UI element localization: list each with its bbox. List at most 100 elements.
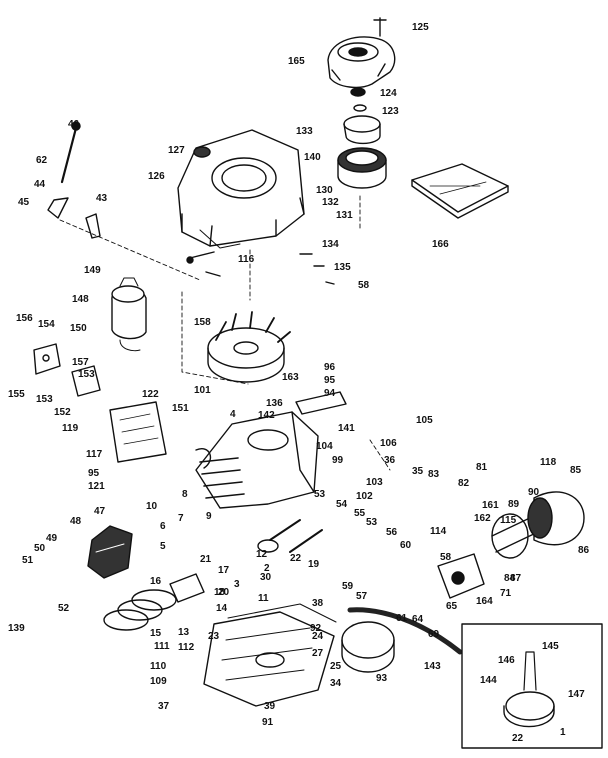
part-label: 52 [58,603,70,614]
part-label: 166 [432,239,449,250]
part-label: 38 [312,598,324,609]
part-label: 81 [476,462,488,473]
washer-124 [350,87,366,97]
part-label: 89 [508,499,520,510]
part-label: 110 [150,661,167,672]
part-label: 1 [560,727,566,738]
part-label: 9 [206,511,212,522]
part-label: 118 [540,457,557,468]
air-filter-87 [491,513,539,559]
part-label: 58 [440,552,452,563]
part-label: 162 [474,513,491,524]
part-label: 71 [500,588,512,599]
part-label: 104 [316,441,333,452]
part-label: 144 [480,675,497,686]
sump-base-37 [203,611,335,707]
part-label: 14 [216,603,228,614]
part-label: 156 [16,313,33,324]
part-label: 59 [342,581,354,592]
part-label: 47 [94,506,106,517]
part-label: 143 [424,661,441,672]
part-label: 117 [86,449,103,460]
part-label: 64 [412,614,424,625]
part-label: 115 [500,515,517,526]
part-label: 45 [18,197,30,208]
part-label: 22 [290,553,302,564]
part-label: 102 [356,491,373,502]
wrist-pin-14 [169,573,205,603]
part-label: 10 [146,501,158,512]
part-label: 6 [160,521,166,532]
part-label: 34 [330,678,342,689]
starter-housing-165 [327,36,396,89]
assembly-guides [59,195,391,471]
part-label: 109 [150,676,167,687]
part-label: 58 [358,280,370,291]
wire-150 [119,339,141,352]
part-label: 62 [36,155,48,166]
part-label: 55 [354,508,366,519]
part-label: 101 [194,385,211,396]
part-label: 86 [578,545,590,556]
part-label: 142 [258,410,275,421]
part-label: 149 [84,265,101,276]
part-label: 122 [142,389,159,400]
part-label: 123 [382,106,399,117]
part-label: 8 [182,489,188,500]
clip-135 [313,265,335,285]
part-label: 127 [168,145,185,156]
part-label: 83 [428,469,440,480]
part-label: 21 [200,554,212,565]
spring-123 [353,104,367,112]
part-label: 35 [412,466,424,477]
part-label: 147 [568,689,585,700]
part-label: 50 [34,543,46,554]
part-label: 133 [296,126,313,137]
pulley-133 [343,115,381,145]
pin-134b [205,271,221,277]
part-label: 95 [88,468,100,479]
part-label: 43 [96,193,108,204]
part-label: 23 [208,631,220,642]
part-label: 145 [542,641,559,652]
part-label: 85 [570,465,582,476]
part-label: 124 [380,88,397,99]
part-label: 121 [88,481,105,492]
part-label: 150 [70,323,87,334]
control-lever-46 [47,121,101,239]
gear-92 [341,621,395,673]
part-label: 94 [324,388,336,399]
part-label: 12 [256,549,268,560]
part-label: 20 [218,587,230,598]
part-label: 146 [498,655,515,666]
drive-belt-91 [347,607,463,655]
part-label: 111 [154,641,170,652]
part-label: 141 [338,423,355,434]
gasket-23 [227,603,337,623]
part-label: 11 [258,593,269,604]
part-label: 99 [332,455,344,466]
part-label: 84 [504,573,516,584]
part-label: 3 [234,579,240,590]
part-label: 148 [72,294,89,305]
part-label: 46 [68,119,80,130]
part-label: 4 [230,409,236,420]
part-label: 165 [288,56,305,67]
part-label: 19 [308,559,320,570]
part-label: 95 [324,375,336,386]
part-label: 93 [376,673,388,684]
part-label: 49 [46,533,58,544]
part-label: 163 [282,372,299,383]
part-label: 61 [396,613,408,624]
part-label: 54 [336,499,348,510]
cam-gear-22-inset [503,651,555,728]
part-label: 51 [22,555,34,566]
part-label: 161 [482,500,499,511]
flywheel-163 [207,311,291,383]
part-label: 103 [366,477,383,488]
part-label: 17 [218,565,230,576]
part-label: 53 [314,489,326,500]
part-label: 90 [528,487,540,498]
